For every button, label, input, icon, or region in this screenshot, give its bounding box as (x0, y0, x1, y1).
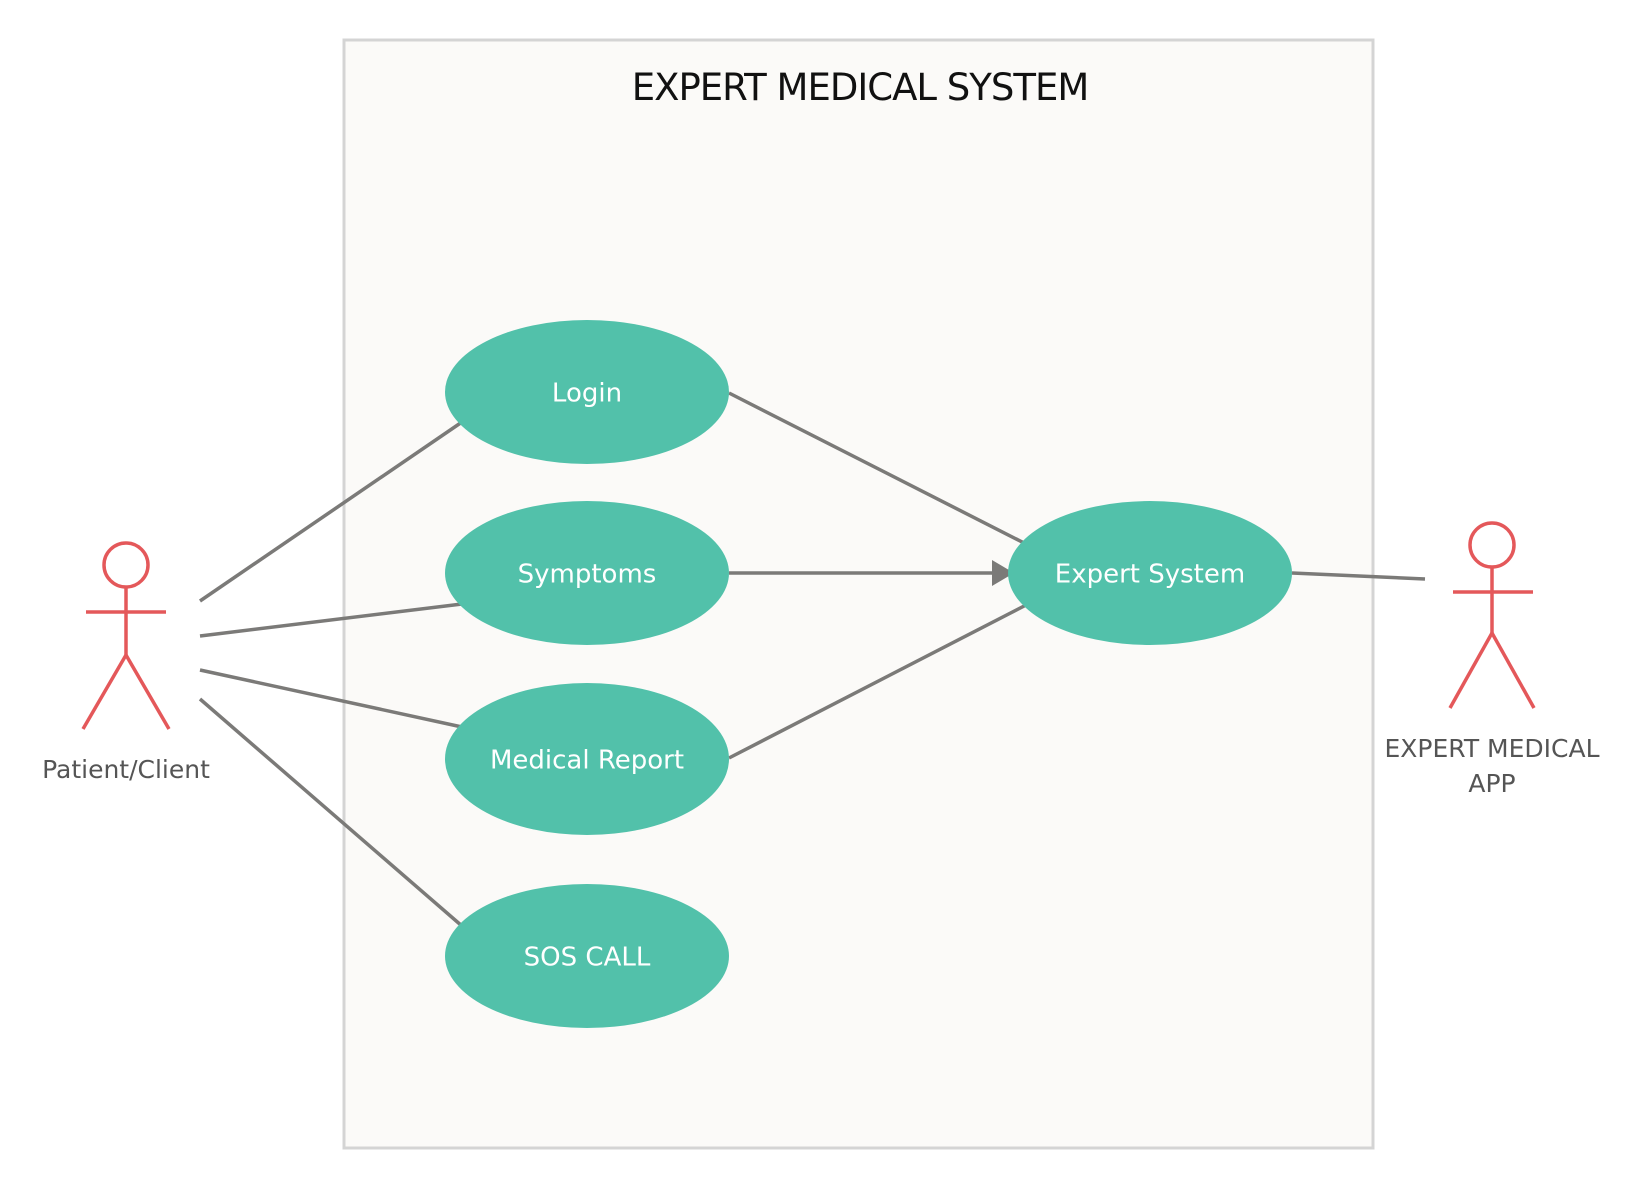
use-case-symptoms-ellipse (445, 501, 729, 645)
use-case-sos-call-ellipse (445, 884, 729, 1028)
use-case-expert-system-label: Expert System (1055, 560, 1245, 590)
actor-expert-medical-app-label-line1: EXPERT MEDICAL (1384, 734, 1599, 763)
patient-symptoms-line (199, 602, 463, 638)
use-case-sos-call[interactable]: SOS CALL (445, 884, 729, 1028)
use-case-login-label: Login (552, 379, 622, 409)
use-case-symptoms-label: Symptoms (518, 560, 657, 590)
use-case-medical-report-ellipse (445, 683, 729, 835)
use-case-expert-system-ellipse (1008, 501, 1292, 645)
use-case-login[interactable]: Login (445, 320, 729, 464)
use-case-symptoms[interactable]: Symptoms (445, 501, 729, 645)
expert-system-app-line (1291, 571, 1426, 581)
actor-expert-medical-app[interactable]: EXPERT MEDICAL APP (1384, 521, 1600, 798)
use-case-medical-report[interactable]: Medical Report (445, 683, 729, 835)
patient-sos-call-line (198, 697, 464, 928)
system-title: EXPERT MEDICAL SYSTEM (632, 66, 1089, 109)
patient-stick-figure-icon (81, 541, 171, 730)
login-expert-system-line (728, 391, 1029, 547)
use-case-sos-call-label: SOS CALL (524, 943, 651, 973)
medical-report-expert-system-line (728, 602, 1029, 760)
patient-medical-report-line (199, 668, 463, 729)
app-stick-figure-icon (1448, 521, 1536, 709)
actor-patient-client-label: Patient/Client (42, 755, 210, 784)
patient-login-line (199, 420, 463, 603)
use-case-medical-report-label: Medical Report (490, 746, 684, 776)
actor-expert-medical-app-label-line2: APP (1468, 769, 1515, 798)
actor-patient-client[interactable]: Patient/Client (42, 541, 210, 784)
use-case-expert-system[interactable]: Expert System (1008, 501, 1292, 645)
use-case-login-ellipse (445, 320, 729, 464)
symptoms-arrow-head (992, 560, 1014, 586)
